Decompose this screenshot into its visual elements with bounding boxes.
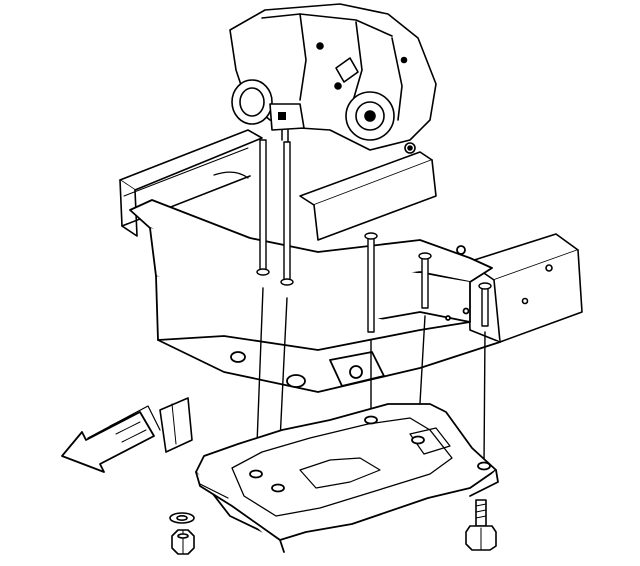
transfer-case-mount (269, 103, 305, 143)
bolt (465, 499, 497, 551)
direction-arrow (61, 405, 161, 473)
mount-studs (256, 139, 492, 333)
transfer-case (229, 3, 437, 154)
nut-and-washer (169, 512, 195, 555)
frame-crossmember (129, 199, 501, 393)
skid-plate (195, 403, 499, 553)
frame-rail-right (299, 151, 583, 343)
frame-rail-left (119, 129, 263, 453)
